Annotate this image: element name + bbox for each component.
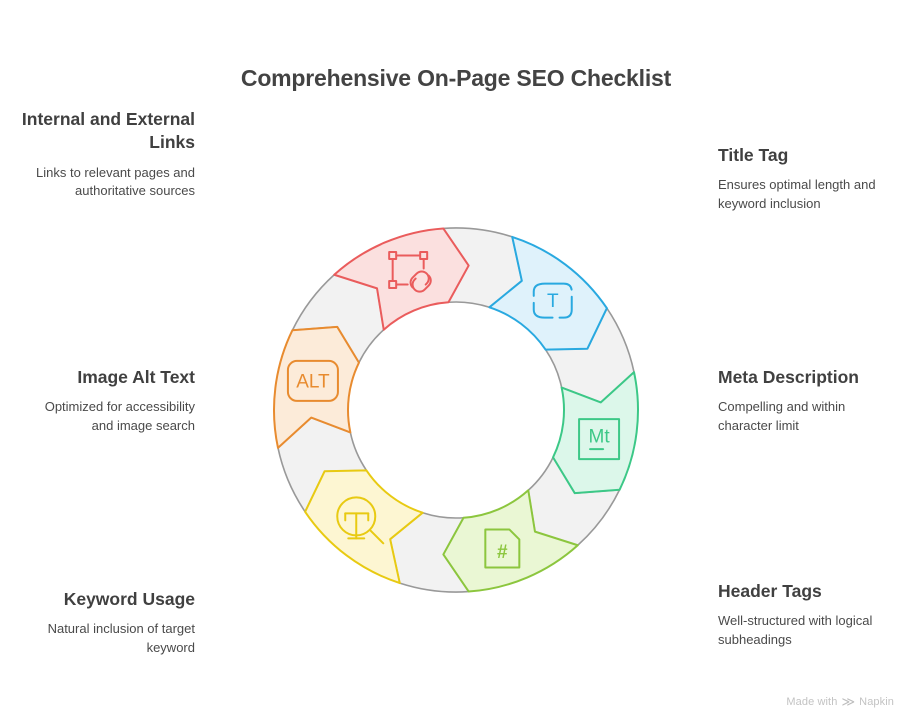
napkin-watermark: Made with ≫ Napkin bbox=[786, 695, 894, 708]
label-heading-meta-description: Meta Description bbox=[718, 367, 859, 387]
header-tags-icon: # bbox=[484, 528, 521, 569]
watermark-brand: Napkin bbox=[859, 695, 894, 708]
meta-description-icon: Mt bbox=[578, 418, 621, 461]
label-heading-image-alt-text: Image Alt Text bbox=[77, 367, 195, 387]
svg-text:Mt: Mt bbox=[589, 427, 611, 448]
label-internal-external-links: Internal and External Links Links to rel… bbox=[20, 108, 195, 201]
label-heading-title-tag: Title Tag bbox=[718, 145, 789, 165]
label-desc-image-alt-text: Optimized for accessibility and image se… bbox=[44, 399, 195, 434]
title-tag-icon: T bbox=[532, 282, 573, 319]
watermark-prefix: Made with bbox=[786, 695, 838, 708]
segment-group bbox=[273, 227, 639, 593]
keyword-search-icon bbox=[336, 496, 385, 545]
segment-title-tag[interactable] bbox=[488, 235, 608, 351]
label-desc-internal-external-links: Links to relevant pages and authoritativ… bbox=[36, 164, 195, 199]
label-title-tag: Title Tag Ensures optimal length and key… bbox=[718, 144, 893, 214]
label-desc-title-tag: Ensures optimal length and keyword inclu… bbox=[718, 177, 876, 212]
label-desc-keyword-usage: Natural inclusion of target keyword bbox=[47, 621, 195, 656]
label-heading-keyword-usage: Keyword Usage bbox=[63, 589, 195, 609]
svg-text:#: # bbox=[497, 542, 508, 563]
link-nodes-icon bbox=[388, 251, 432, 293]
image-alt-text-icon: ALT bbox=[286, 359, 339, 402]
label-header-tags: Header Tags Well-structured with logical… bbox=[718, 580, 893, 650]
label-keyword-usage: Keyword Usage Natural inclusion of targe… bbox=[20, 588, 195, 658]
label-heading-header-tags: Header Tags bbox=[718, 581, 822, 601]
segment-header-tags[interactable] bbox=[442, 489, 579, 593]
ring-svg: T Mt # ALT bbox=[273, 227, 639, 593]
segment-keyword-usage[interactable] bbox=[304, 469, 424, 585]
segment-image-alt-text[interactable] bbox=[273, 325, 360, 449]
page-title: Comprehensive On-Page SEO Checklist bbox=[240, 65, 672, 92]
svg-text:T: T bbox=[547, 291, 559, 312]
label-desc-header-tags: Well-structured with logical subheadings bbox=[718, 613, 873, 648]
cycle-diagram: T Mt # ALT bbox=[206, 160, 706, 660]
label-image-alt-text: Image Alt Text Optimized for accessibili… bbox=[20, 366, 195, 436]
segment-meta-description[interactable] bbox=[552, 371, 639, 495]
connector-arc-group bbox=[277, 227, 635, 593]
segment-icon-group: T Mt # ALT bbox=[286, 251, 621, 569]
segment-internal-external-links[interactable] bbox=[333, 227, 470, 331]
label-heading-internal-external-links: Internal and External Links bbox=[21, 109, 195, 153]
napkin-logo-icon: ≫ bbox=[841, 694, 856, 709]
label-desc-meta-description: Compelling and within character limit bbox=[718, 399, 846, 434]
label-meta-description: Meta Description Compelling and within c… bbox=[718, 366, 893, 436]
svg-text:ALT: ALT bbox=[296, 371, 330, 392]
